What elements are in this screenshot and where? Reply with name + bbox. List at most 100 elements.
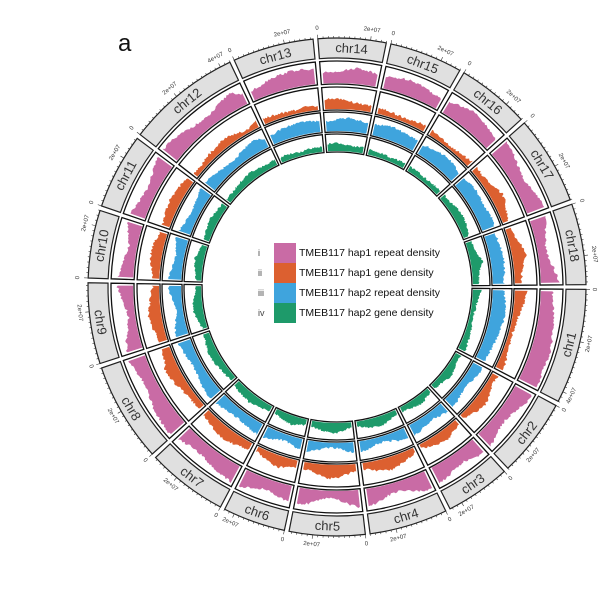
axis-tick	[561, 179, 564, 181]
ideogram-chr10	[87, 209, 120, 280]
tick-label: 4e+07	[566, 387, 579, 405]
axis-tick	[474, 494, 477, 497]
ideogram-chr13	[233, 38, 316, 80]
chromosome-label: chr6	[243, 501, 272, 524]
axis-tick	[99, 367, 102, 369]
axis-tick	[538, 432, 541, 434]
density-area-iv	[407, 166, 441, 195]
axis-tick	[159, 463, 162, 465]
chromosome-label: chr5	[315, 518, 341, 534]
tick-label: 0	[365, 541, 370, 547]
ideogram-chr16	[452, 71, 522, 134]
axis-tick	[465, 499, 468, 502]
axis-tick	[209, 70, 212, 73]
chromosome-label: chr14	[335, 40, 368, 57]
track-frame	[426, 114, 486, 169]
axis-tick	[145, 124, 147, 127]
axis-tick	[171, 98, 173, 101]
axis-tick	[205, 499, 207, 502]
axis-tick	[133, 433, 136, 435]
density-area-iv	[234, 381, 273, 412]
tick-label: 0	[391, 31, 396, 38]
ideogram-chr9	[87, 282, 120, 365]
axis-tick	[101, 199, 104, 202]
density-area-i	[530, 215, 560, 283]
axis-tick	[560, 396, 563, 398]
axis-tick	[517, 113, 520, 116]
axis-tick	[122, 415, 125, 418]
axis-tick	[263, 524, 265, 528]
axis-tick	[395, 528, 398, 533]
legend-label: TMEB117 hap2 repeat density	[299, 287, 441, 299]
tick-label: 2e+07	[390, 534, 408, 544]
axis-tick	[532, 440, 535, 443]
tick-label: 0	[578, 198, 585, 204]
density-area-iii	[204, 138, 269, 191]
chromosome-label: chr1	[559, 330, 580, 358]
density-area-iii	[178, 188, 211, 235]
axis-tick	[116, 166, 119, 168]
density-area-iii	[359, 428, 409, 453]
axis-tick	[105, 382, 108, 384]
axis-tick	[137, 437, 139, 440]
axis-tick	[179, 480, 181, 483]
axis-tick	[130, 143, 133, 146]
axis-tick	[445, 61, 447, 64]
legend-number: iii	[258, 288, 264, 298]
axis-tick	[430, 517, 433, 520]
axis-tick	[513, 110, 516, 112]
axis-tick	[546, 151, 549, 153]
chromosome-label: chr9	[91, 309, 110, 336]
density-area-ii	[495, 290, 528, 371]
axis-tick	[107, 185, 110, 187]
legend-item: iv TMEB117 hap2 gene density	[258, 303, 440, 323]
tick-label: 0	[315, 26, 319, 32]
density-area-iv	[274, 409, 307, 426]
density-area-iv	[458, 289, 482, 352]
axis-tick	[421, 521, 423, 524]
axis-tick	[406, 526, 408, 529]
axis-tick	[527, 125, 530, 128]
axis-tick	[223, 62, 226, 65]
ideogram-chr18	[552, 203, 587, 286]
track-frame	[404, 154, 452, 198]
axis-tick	[530, 129, 533, 132]
axis-tick	[111, 175, 114, 177]
density-area-iii	[372, 123, 418, 151]
tick-label: 0	[75, 275, 81, 279]
tick-label: 2e+07	[557, 152, 571, 170]
axis-tick	[238, 56, 240, 59]
axis-tick	[525, 448, 530, 452]
axis-tick	[232, 56, 235, 61]
axis-tick	[124, 152, 127, 154]
tick-label: 0	[129, 125, 136, 132]
tick-label: 0	[280, 537, 285, 544]
axis-tick	[114, 170, 117, 173]
axis-tick	[173, 477, 177, 481]
axis-tick	[263, 46, 265, 50]
axis-tick	[120, 155, 125, 159]
density-area-iii	[455, 178, 495, 231]
ideogram-chr14	[317, 37, 387, 64]
axis-tick	[557, 169, 560, 172]
ideogram-chr3	[440, 455, 506, 510]
ideogram-chr4	[366, 492, 447, 535]
axis-tick	[461, 502, 464, 507]
axis-tick	[481, 82, 484, 85]
axis-tick	[577, 351, 580, 353]
density-area-iii	[484, 233, 506, 284]
axis-tick	[103, 377, 106, 379]
density-area-i	[491, 141, 545, 214]
density-area-ii	[377, 108, 426, 132]
axis-tick	[518, 456, 521, 459]
density-area-ii	[161, 178, 194, 228]
tick-label: 2e+07	[273, 29, 291, 39]
track-frame	[416, 417, 473, 467]
density-area-iii	[409, 403, 448, 436]
axis-tick	[502, 99, 504, 102]
track-frame	[397, 386, 441, 425]
axis-tick	[268, 45, 270, 48]
axis-tick	[223, 509, 225, 512]
density-area-i	[238, 470, 292, 502]
